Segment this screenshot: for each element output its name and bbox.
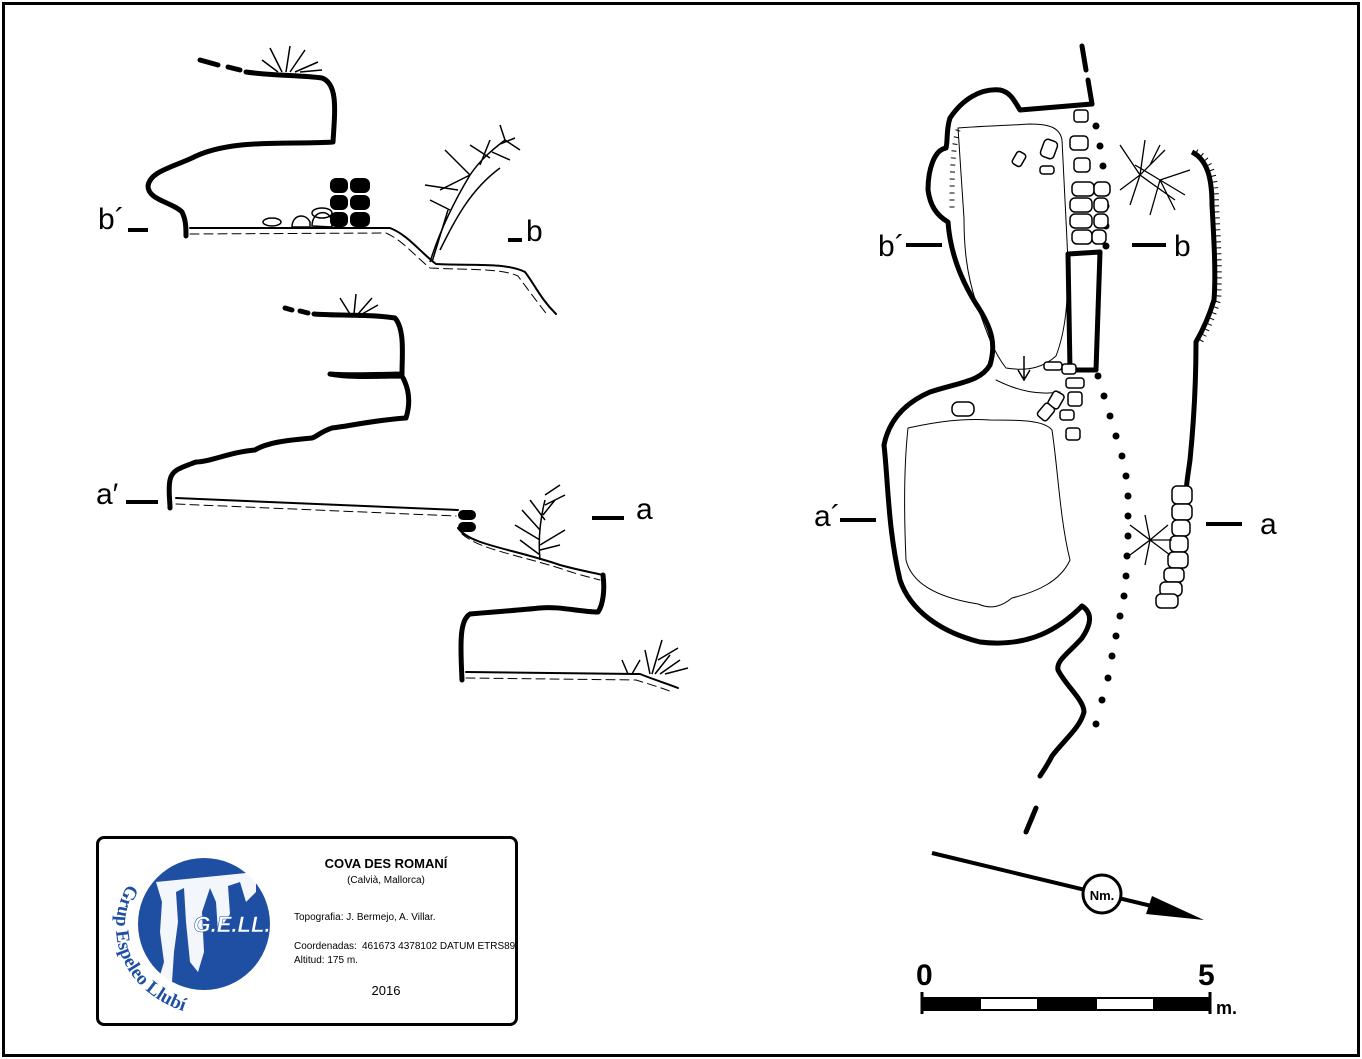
north-arrow: Nm. bbox=[931, 851, 1204, 920]
section-a-profile bbox=[166, 305, 679, 693]
section-a-right-label: a bbox=[636, 493, 653, 526]
cave-title: COVA DES ROMANÍ bbox=[324, 856, 448, 871]
scale-end-label: 5 bbox=[1198, 959, 1215, 992]
section-b-pebbles bbox=[262, 207, 333, 228]
scale-segment bbox=[1095, 997, 1155, 1011]
scale-segment bbox=[1153, 997, 1211, 1011]
section-b-profile bbox=[145, 57, 557, 317]
plan-b-left-label: b´ bbox=[878, 230, 905, 263]
cave-location: (Calvià, Mallorca) bbox=[347, 875, 425, 886]
section-a-left-label: a′ bbox=[96, 478, 119, 511]
north-compass-icon bbox=[1081, 873, 1123, 915]
section-b-blocks bbox=[330, 178, 370, 227]
scale-segment bbox=[1037, 997, 1097, 1011]
coordinates-value: 461673 4378102 DATUM ETRS89. bbox=[362, 941, 519, 952]
topography-credit: Topografia: J. Bermejo, A. Villar. bbox=[294, 912, 436, 923]
survey-year: 2016 bbox=[371, 983, 401, 998]
scale-segment bbox=[979, 997, 1039, 1011]
plan-a-right-label: a bbox=[1260, 508, 1277, 541]
plan-dotted-boundary bbox=[1092, 122, 1132, 728]
section-b-left-label: b´ bbox=[98, 203, 125, 236]
gell-logo: G.E.LL. Grup Espeleo Llubí bbox=[111, 858, 271, 1016]
plan-outer-wall bbox=[949, 129, 1222, 496]
section-b-right-label: b bbox=[526, 215, 543, 248]
north-label: Nm. bbox=[1090, 888, 1115, 903]
north-arrow-head-icon bbox=[1146, 896, 1204, 920]
plan-plants bbox=[1017, 139, 1191, 566]
scale-unit-label: m. bbox=[1216, 998, 1237, 1018]
section-a-blocks bbox=[458, 510, 476, 532]
logo-stalactites bbox=[156, 872, 256, 982]
section-b-plants bbox=[261, 45, 689, 675]
coordinates-label: Coordenadas: bbox=[294, 941, 357, 952]
scale-start-label: 0 bbox=[916, 959, 933, 992]
plan-b-right-label: b bbox=[1174, 230, 1191, 263]
plan-a-left-label: a´ bbox=[814, 500, 841, 533]
plan-outline bbox=[881, 43, 1103, 835]
plan-boulders bbox=[951, 109, 1193, 609]
scale-bar: 0 5 m. bbox=[916, 959, 1237, 1018]
scale-segment bbox=[921, 997, 981, 1011]
altitude: Altitud: 175 m. bbox=[294, 955, 358, 966]
logo-acronym: G.E.LL. bbox=[194, 912, 271, 937]
